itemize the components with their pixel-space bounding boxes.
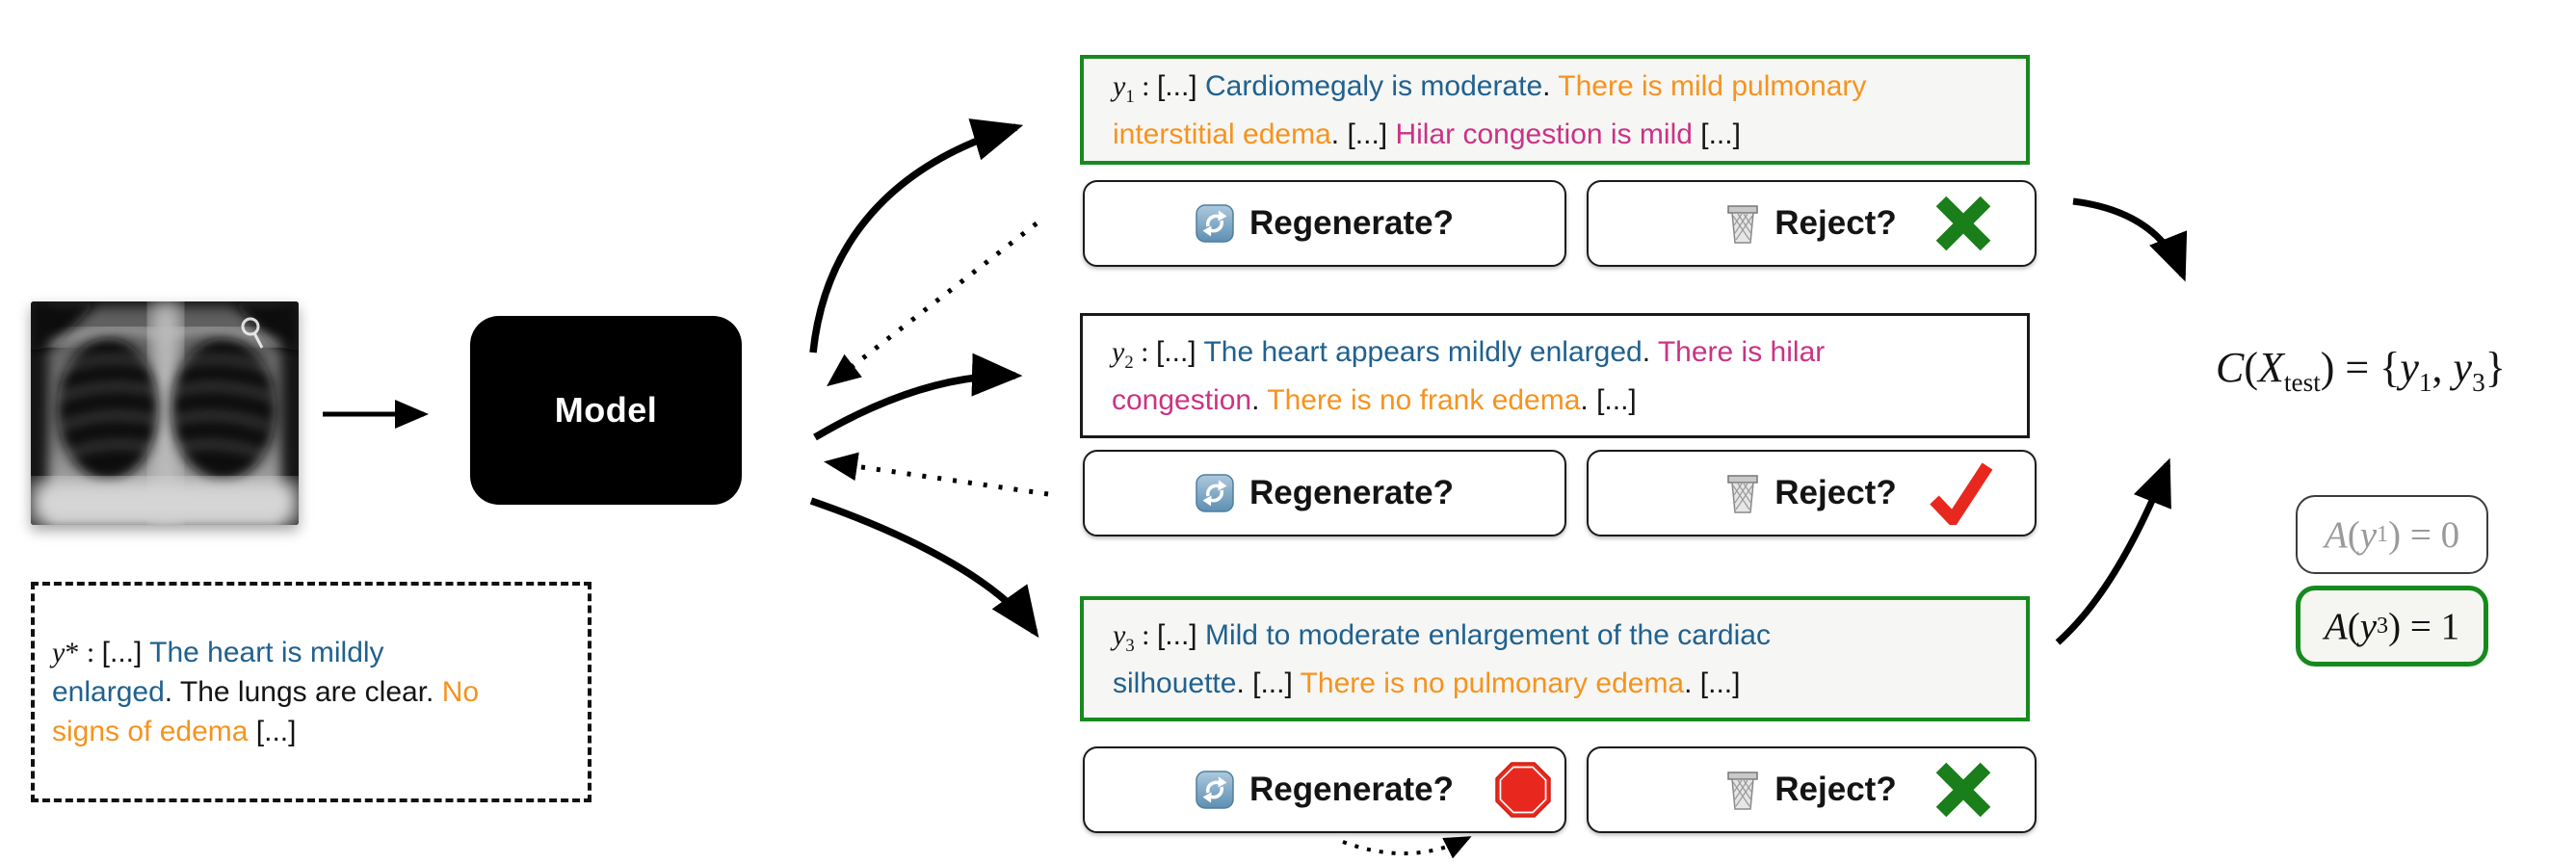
candidate-report-y1: y1 : [...] Cardiomegaly is moderate. The… (1080, 55, 2030, 165)
refresh-icon (1196, 204, 1234, 243)
arrow-model-to-y2 (813, 353, 1023, 441)
reject-label: Reject? (1774, 474, 1897, 511)
report-text-y2: y2 : [...] The heart appears mildly enla… (1112, 335, 1826, 416)
model-label: Model (554, 390, 658, 430)
report-text-y1: y1 : [...] Cardiomegaly is moderate. The… (1113, 69, 1867, 150)
reject-label: Reject? (1774, 204, 1897, 242)
green-x-icon (1935, 196, 1991, 251)
reject-button-y1[interactable]: Reject? (1587, 180, 2037, 267)
trash-icon (1727, 205, 1759, 244)
reject-button-y3[interactable]: Reject? (1587, 746, 2037, 833)
xray-illustration (31, 301, 299, 525)
trash-icon (1727, 771, 1759, 810)
trash-icon (1727, 475, 1759, 513)
regenerate-label: Regenerate? (1249, 771, 1455, 808)
arrow-y3-to-output (2055, 458, 2171, 645)
chest-xray-image (31, 301, 299, 525)
arrow-regenerate-y1-to-model (827, 222, 1038, 387)
regenerate-button-y3[interactable]: Regenerate? (1083, 746, 1566, 833)
arrow-y1-to-output (2072, 197, 2188, 282)
arrow-model-to-y1 (809, 118, 1024, 353)
candidate-report-y2: y2 : [...] The heart appears mildly enla… (1080, 313, 2030, 438)
red-check-icon (1930, 462, 1993, 525)
arrow-regenerate-loop-y3 (1342, 836, 1472, 859)
refresh-icon (1196, 771, 1234, 809)
refresh-icon (1196, 474, 1234, 512)
reject-label: Reject? (1774, 771, 1897, 808)
green-x-icon (1935, 762, 1991, 818)
stop-sign-icon (1495, 762, 1551, 818)
arrow-model-to-y3 (809, 497, 1039, 639)
regenerate-button-y2[interactable]: Regenerate? (1083, 450, 1566, 536)
prediction-set-formula: C(Xtest) = {y1, y3} (2216, 344, 2506, 397)
reject-button-y2[interactable]: Reject? (1587, 450, 2037, 536)
regenerate-label: Regenerate? (1249, 204, 1455, 242)
report-text-y3: y3 : [...] Mild to moderate enlargement … (1113, 618, 1771, 699)
xray-marker-icon (241, 317, 264, 349)
regenerate-button-y1[interactable]: Regenerate? (1083, 180, 1566, 267)
arrow-regenerate-y2-to-model (824, 452, 1049, 497)
model-box: Model (470, 316, 742, 505)
candidate-report-y3: y3 : [...] Mild to moderate enlargement … (1080, 596, 2030, 721)
regenerate-label: Regenerate? (1249, 474, 1455, 511)
